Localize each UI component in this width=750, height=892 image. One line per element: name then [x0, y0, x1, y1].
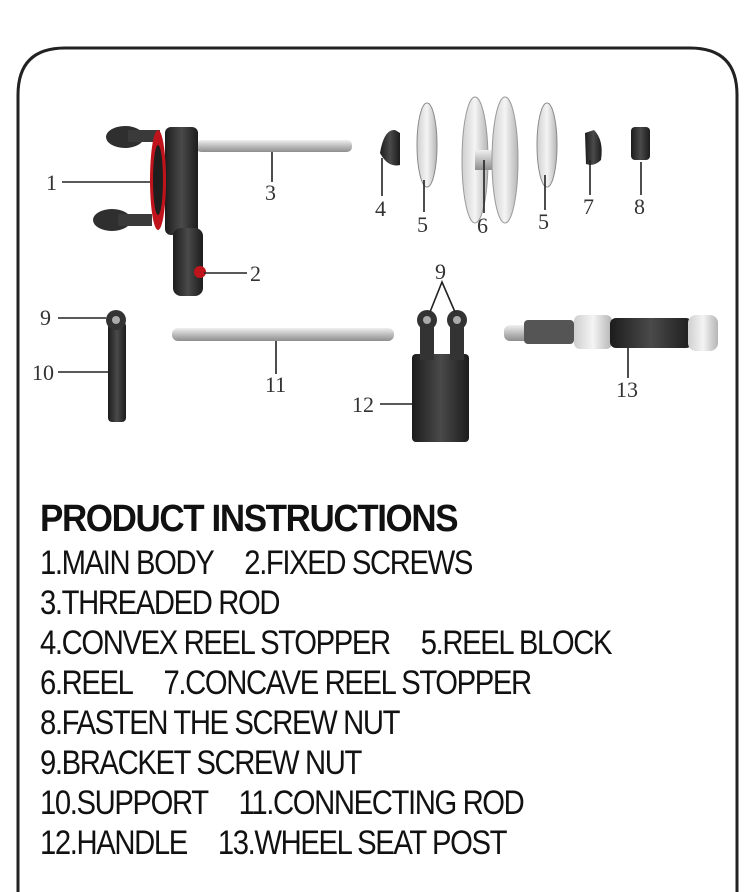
callout-8: 8	[634, 194, 645, 219]
callout-5-right: 5	[538, 209, 549, 234]
instruction-line: 3.THREADED ROD	[40, 583, 633, 623]
instruction-line: 10.SUPPORT 11.CONNECTING ROD	[40, 783, 633, 823]
callout-13: 13	[616, 377, 638, 402]
instruction-item: 4.CONVEX REEL STOPPER	[40, 624, 391, 662]
callout-10: 10	[32, 360, 54, 385]
callout-1: 1	[46, 170, 57, 195]
callout-4: 4	[375, 196, 386, 221]
callout-3: 3	[265, 180, 276, 205]
reel-block-left-part	[416, 102, 438, 188]
wheel-seat-post-part	[504, 315, 718, 351]
instruction-line: 4.CONVEX REEL STOPPER 5.REEL BLOCK	[40, 623, 633, 663]
callout-11: 11	[265, 372, 286, 397]
instruction-item: 10.SUPPORT	[40, 784, 209, 822]
instruction-item: 13.WHEEL SEAT POST	[217, 824, 508, 862]
instruction-line: 6.REEL 7.CONCAVE REEL STOPPER	[40, 663, 633, 703]
instruction-item: 11.CONNECTING ROD	[238, 784, 525, 822]
callout-2: 2	[250, 261, 261, 286]
screw-nut-part	[631, 127, 650, 160]
frame-border	[16, 46, 739, 892]
instruction-item: 3.THREADED ROD	[40, 584, 280, 622]
callout-9-support: 9	[40, 305, 51, 330]
instruction-item: 6.REEL	[40, 664, 134, 702]
instruction-item: 7.CONCAVE REEL STOPPER	[163, 664, 532, 702]
product-instructions: PRODUCT INSTRUCTIONS 1.MAIN BODY 2.FIXED …	[40, 498, 730, 863]
instructions-title: PRODUCT INSTRUCTIONS	[40, 498, 459, 540]
instruction-item: 12.HANDLE	[40, 824, 188, 862]
convex-stopper-part	[380, 129, 400, 166]
instruction-line: 8.FASTEN THE SCREW NUT	[40, 703, 633, 743]
callout-6: 6	[477, 213, 488, 238]
support-part	[106, 310, 126, 422]
callout-12: 12	[352, 392, 374, 417]
instruction-line: 12.HANDLE 13.WHEEL SEAT POST	[40, 823, 633, 863]
instruction-item: 5.REEL BLOCK	[420, 624, 613, 662]
instruction-line: 9.BRACKET SCREW NUT	[40, 743, 633, 783]
callout-9-handle: 9	[435, 259, 446, 284]
callout-7: 7	[583, 194, 594, 219]
main-body-part	[93, 126, 352, 296]
instruction-line: 1.MAIN BODY 2.FIXED SCREWS	[40, 543, 633, 583]
instruction-item: 9.BRACKET SCREW NUT	[40, 744, 362, 782]
concave-stopper-part	[585, 130, 602, 165]
connecting-rod-part	[172, 328, 394, 341]
reel-part	[461, 96, 519, 224]
leader-lines	[58, 152, 642, 405]
handle-part	[412, 310, 469, 442]
instruction-item: 1.MAIN BODY	[40, 544, 215, 582]
instruction-item: 2.FIXED SCREWS	[244, 544, 473, 582]
callout-5-left: 5	[417, 212, 428, 237]
reel-block-right-part	[536, 102, 558, 188]
instruction-item: 8.FASTEN THE SCREW NUT	[40, 704, 400, 742]
